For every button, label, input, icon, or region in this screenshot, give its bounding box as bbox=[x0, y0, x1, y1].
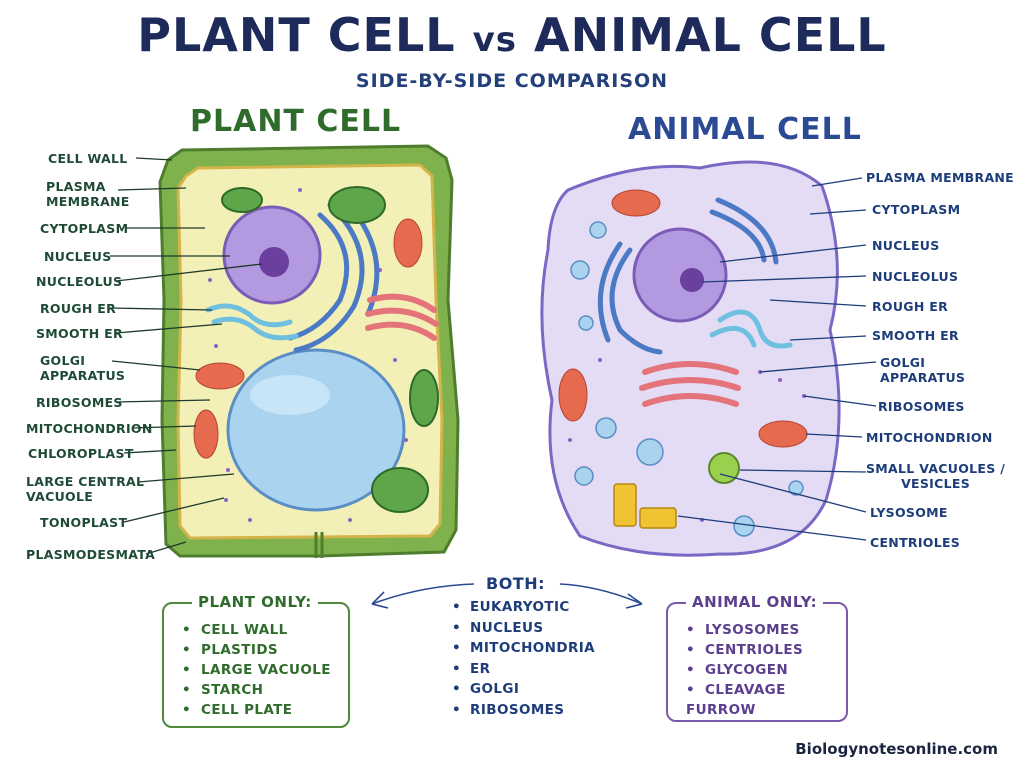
animal-nucleus bbox=[632, 227, 728, 323]
animal-nucleolus bbox=[680, 268, 704, 292]
nucleolus bbox=[259, 247, 289, 277]
list-item: NUCLEUS bbox=[452, 618, 602, 639]
label-animal-smooth-er: SMOOTH ER bbox=[872, 328, 959, 343]
smooth-er bbox=[205, 303, 299, 341]
list-item: STARCH bbox=[182, 680, 331, 700]
plant-only-box: PLANT ONLY: CELL WALL PLASTIDS LARGE VAC… bbox=[162, 593, 350, 728]
label-plasmodesmata: PLASMODESMATA bbox=[26, 547, 156, 562]
animal-golgi bbox=[639, 361, 741, 407]
main-title: PLANT CELL vs ANIMAL CELL bbox=[0, 8, 1024, 62]
comparison-arrows bbox=[371, 583, 643, 609]
label-rough-er: ROUGH ER bbox=[40, 301, 117, 316]
list-item: ER bbox=[452, 659, 602, 680]
plant-leader-lines bbox=[109, 157, 263, 555]
label-tonoplast: TONOPLAST bbox=[40, 515, 128, 530]
label-ribosomes: RIBOSOMES bbox=[36, 395, 123, 410]
chloroplast bbox=[221, 186, 439, 513]
animal-rough-er bbox=[597, 197, 779, 355]
animal-leader-lines bbox=[677, 177, 877, 541]
golgi-apparatus bbox=[365, 293, 439, 341]
list-item: LYSOSOMES bbox=[686, 620, 846, 640]
plant-ribosomes bbox=[208, 188, 408, 522]
animal-cell bbox=[540, 160, 841, 557]
label-large-central-vacuole: LARGE CENTRAL VACUOLE bbox=[26, 474, 145, 504]
label-animal-rough-er: ROUGH ER bbox=[872, 299, 949, 314]
plant-mitochondrion bbox=[193, 218, 423, 459]
label-animal-nucleus: NUCLEUS bbox=[872, 238, 940, 253]
label-lysosome: LYSOSOME bbox=[870, 505, 948, 520]
label-nucleolus: NUCLEOLUS bbox=[36, 274, 123, 289]
centrioles bbox=[613, 483, 677, 529]
label-animal-nucleolus: NUCLEOLUS bbox=[872, 269, 959, 284]
title-plant: PLANT CELL bbox=[137, 8, 456, 62]
lysosome bbox=[708, 452, 740, 484]
plant-cell bbox=[158, 144, 460, 558]
label-vesicles: SMALL VACUOLES / VESICLES bbox=[866, 461, 1006, 491]
label-centrioles: CENTRIOLES bbox=[870, 535, 961, 550]
label-animal-plasma-membrane: PLASMA MEMBRANE bbox=[866, 170, 1015, 185]
plant-only-title: PLANT ONLY: bbox=[192, 593, 318, 611]
animal-mitochondrion bbox=[558, 189, 808, 448]
plant-cell-heading: PLANT CELL bbox=[190, 104, 402, 139]
label-cytoplasm: CYTOPLASM bbox=[40, 221, 129, 236]
animal-plasma-membrane bbox=[540, 160, 841, 557]
label-animal-mitochondrion: MITOCHONDRION bbox=[866, 430, 993, 445]
both-list: BOTH: EUKARYOTIC NUCLEUS MITOCHONDRIA ER… bbox=[452, 574, 602, 721]
list-item: GOLGI bbox=[452, 679, 602, 700]
list-item: GLYCOGEN bbox=[686, 660, 846, 680]
label-animal-golgi: GOLGI APPARATUS bbox=[880, 355, 966, 385]
animal-smooth-er bbox=[709, 309, 793, 349]
vesicles bbox=[570, 221, 804, 537]
animal-only-box: ANIMAL ONLY: LYSOSOMES CENTRIOLES GLYCOG… bbox=[666, 593, 848, 722]
subtitle: SIDE-BY-SIDE COMPARISON bbox=[355, 70, 669, 92]
label-nucleus: NUCLEUS bbox=[44, 249, 112, 264]
label-golgi-apparatus: GOLGI APPARATUS bbox=[40, 353, 126, 383]
list-item: CLEAVAGE FURROW bbox=[686, 680, 846, 720]
list-item: PLASTIDS bbox=[182, 640, 331, 660]
label-plasma-membrane: PLASMA MEMBRANE bbox=[46, 179, 130, 209]
label-animal-cytoplasm: CYTOPLASM bbox=[872, 202, 961, 217]
list-item: EUKARYOTIC bbox=[452, 597, 602, 618]
list-item: CENTRIOLES bbox=[686, 640, 846, 660]
title-animal: ANIMAL CELL bbox=[534, 8, 887, 62]
list-item: CELL WALL bbox=[182, 620, 331, 640]
label-animal-ribosomes: RIBOSOMES bbox=[878, 399, 965, 414]
label-cell-wall: CELL WALL bbox=[48, 151, 128, 166]
label-smooth-er: SMOOTH ER bbox=[36, 326, 123, 341]
title-vs: vs bbox=[472, 20, 517, 60]
list-item: MITOCHONDRIA bbox=[452, 638, 602, 659]
animal-only-title: ANIMAL ONLY: bbox=[686, 593, 824, 611]
animal-cell-heading: ANIMAL CELL bbox=[628, 112, 862, 147]
list-item: CELL PLATE bbox=[182, 700, 331, 720]
site-credit: Biologynotesonline.com bbox=[795, 740, 998, 758]
label-mitochondrion: MITOCHONDRION bbox=[26, 421, 153, 436]
both-title: BOTH: bbox=[486, 574, 545, 593]
list-item: RIBOSOMES bbox=[452, 700, 602, 721]
list-item: LARGE VACUOLE bbox=[182, 660, 331, 680]
label-chloroplast: CHLOROPLAST bbox=[28, 446, 134, 461]
